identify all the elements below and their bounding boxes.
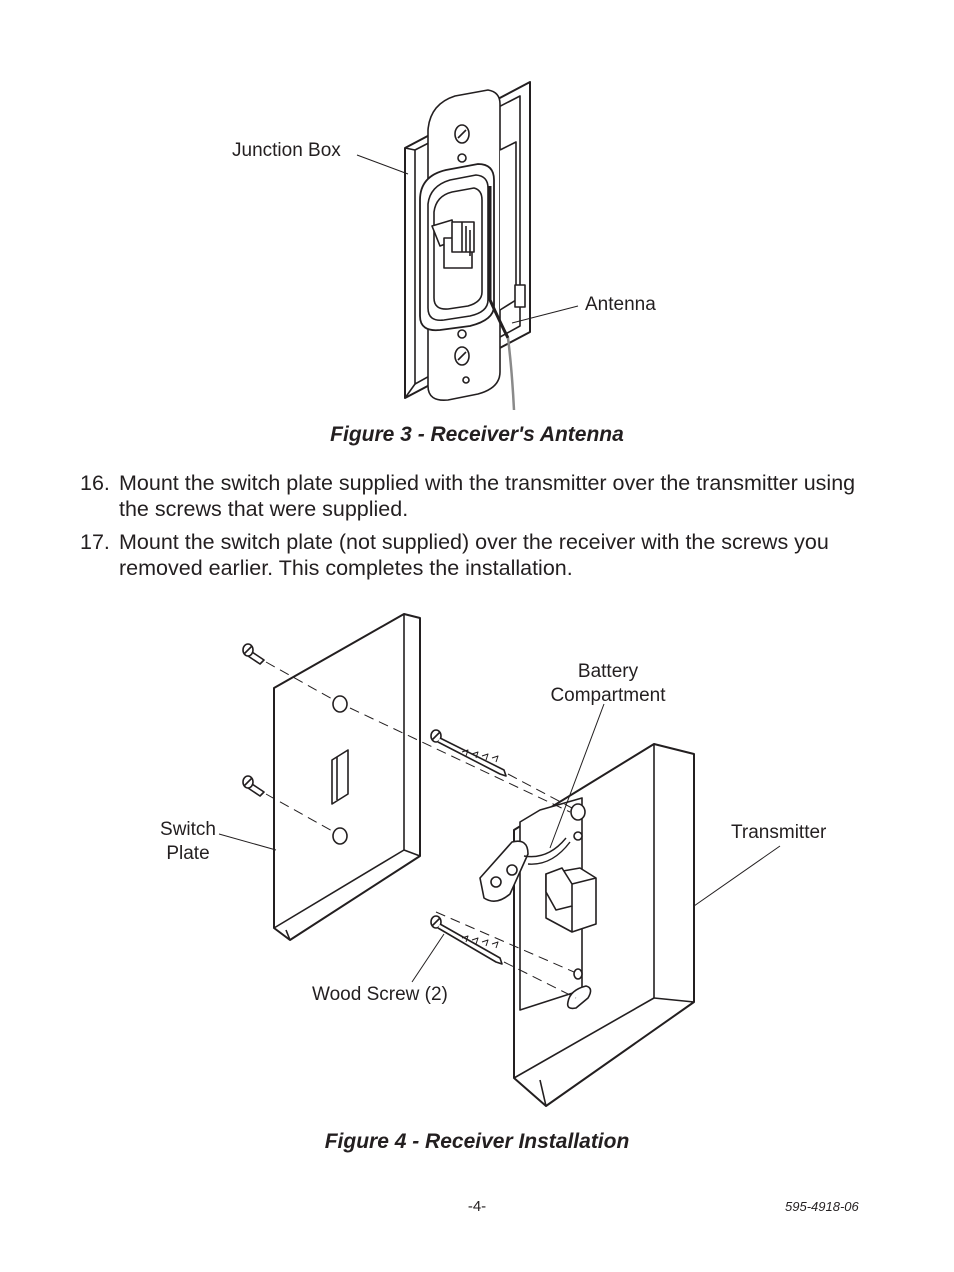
switch-plate-drawing (273, 613, 421, 941)
step-number: 16. (80, 471, 110, 495)
wood-screws-drawing (349, 707, 577, 999)
antenna-label: Antenna (585, 294, 656, 315)
transmitter-drawing (479, 743, 695, 1107)
receiver-body-drawing (419, 163, 495, 332)
wood-screw-label: Wood Screw (2) (312, 984, 448, 1005)
step-17: 17. Mount the switch plate (not supplied… (80, 529, 890, 581)
battery-label-line-2: Compartment (550, 685, 666, 706)
page-number: -4- (467, 1198, 487, 1215)
battery-leader-line (549, 703, 605, 849)
battery-compartment-label: Battery Compartment (538, 660, 678, 708)
step-16: 16. Mount the switch plate supplied with… (80, 470, 890, 522)
switch-plate-screws-drawing (242, 643, 335, 833)
document-number: 595-4918-06 (785, 1199, 859, 1214)
step-text: Mount the switch plate (not supplied) ov… (119, 530, 829, 580)
antenna-leader-line (511, 305, 579, 324)
junction-box-leader-line (356, 154, 409, 175)
transmitter-label: Transmitter (731, 822, 827, 843)
step-number: 17. (80, 530, 110, 554)
switch-plate-label-line-1: Switch (160, 819, 216, 840)
switch-plate-label: Switch Plate (148, 818, 228, 866)
battery-label-line-1: Battery (577, 661, 639, 682)
figure-4-caption: Figure 4 - Receiver Installation (324, 1130, 630, 1153)
transmitter-leader-line (693, 845, 781, 907)
figure-3-receiver-antenna-illustration (356, 81, 579, 411)
wood-screw-leader-line (411, 933, 445, 983)
switch-plate-label-line-2: Plate (166, 843, 210, 864)
antenna-wire-drawing (488, 186, 516, 411)
figure-3-caption: Figure 3 - Receiver's Antenna (330, 423, 624, 446)
step-text: Mount the switch plate supplied with the… (119, 471, 856, 521)
junction-box-label: Junction Box (232, 140, 341, 161)
